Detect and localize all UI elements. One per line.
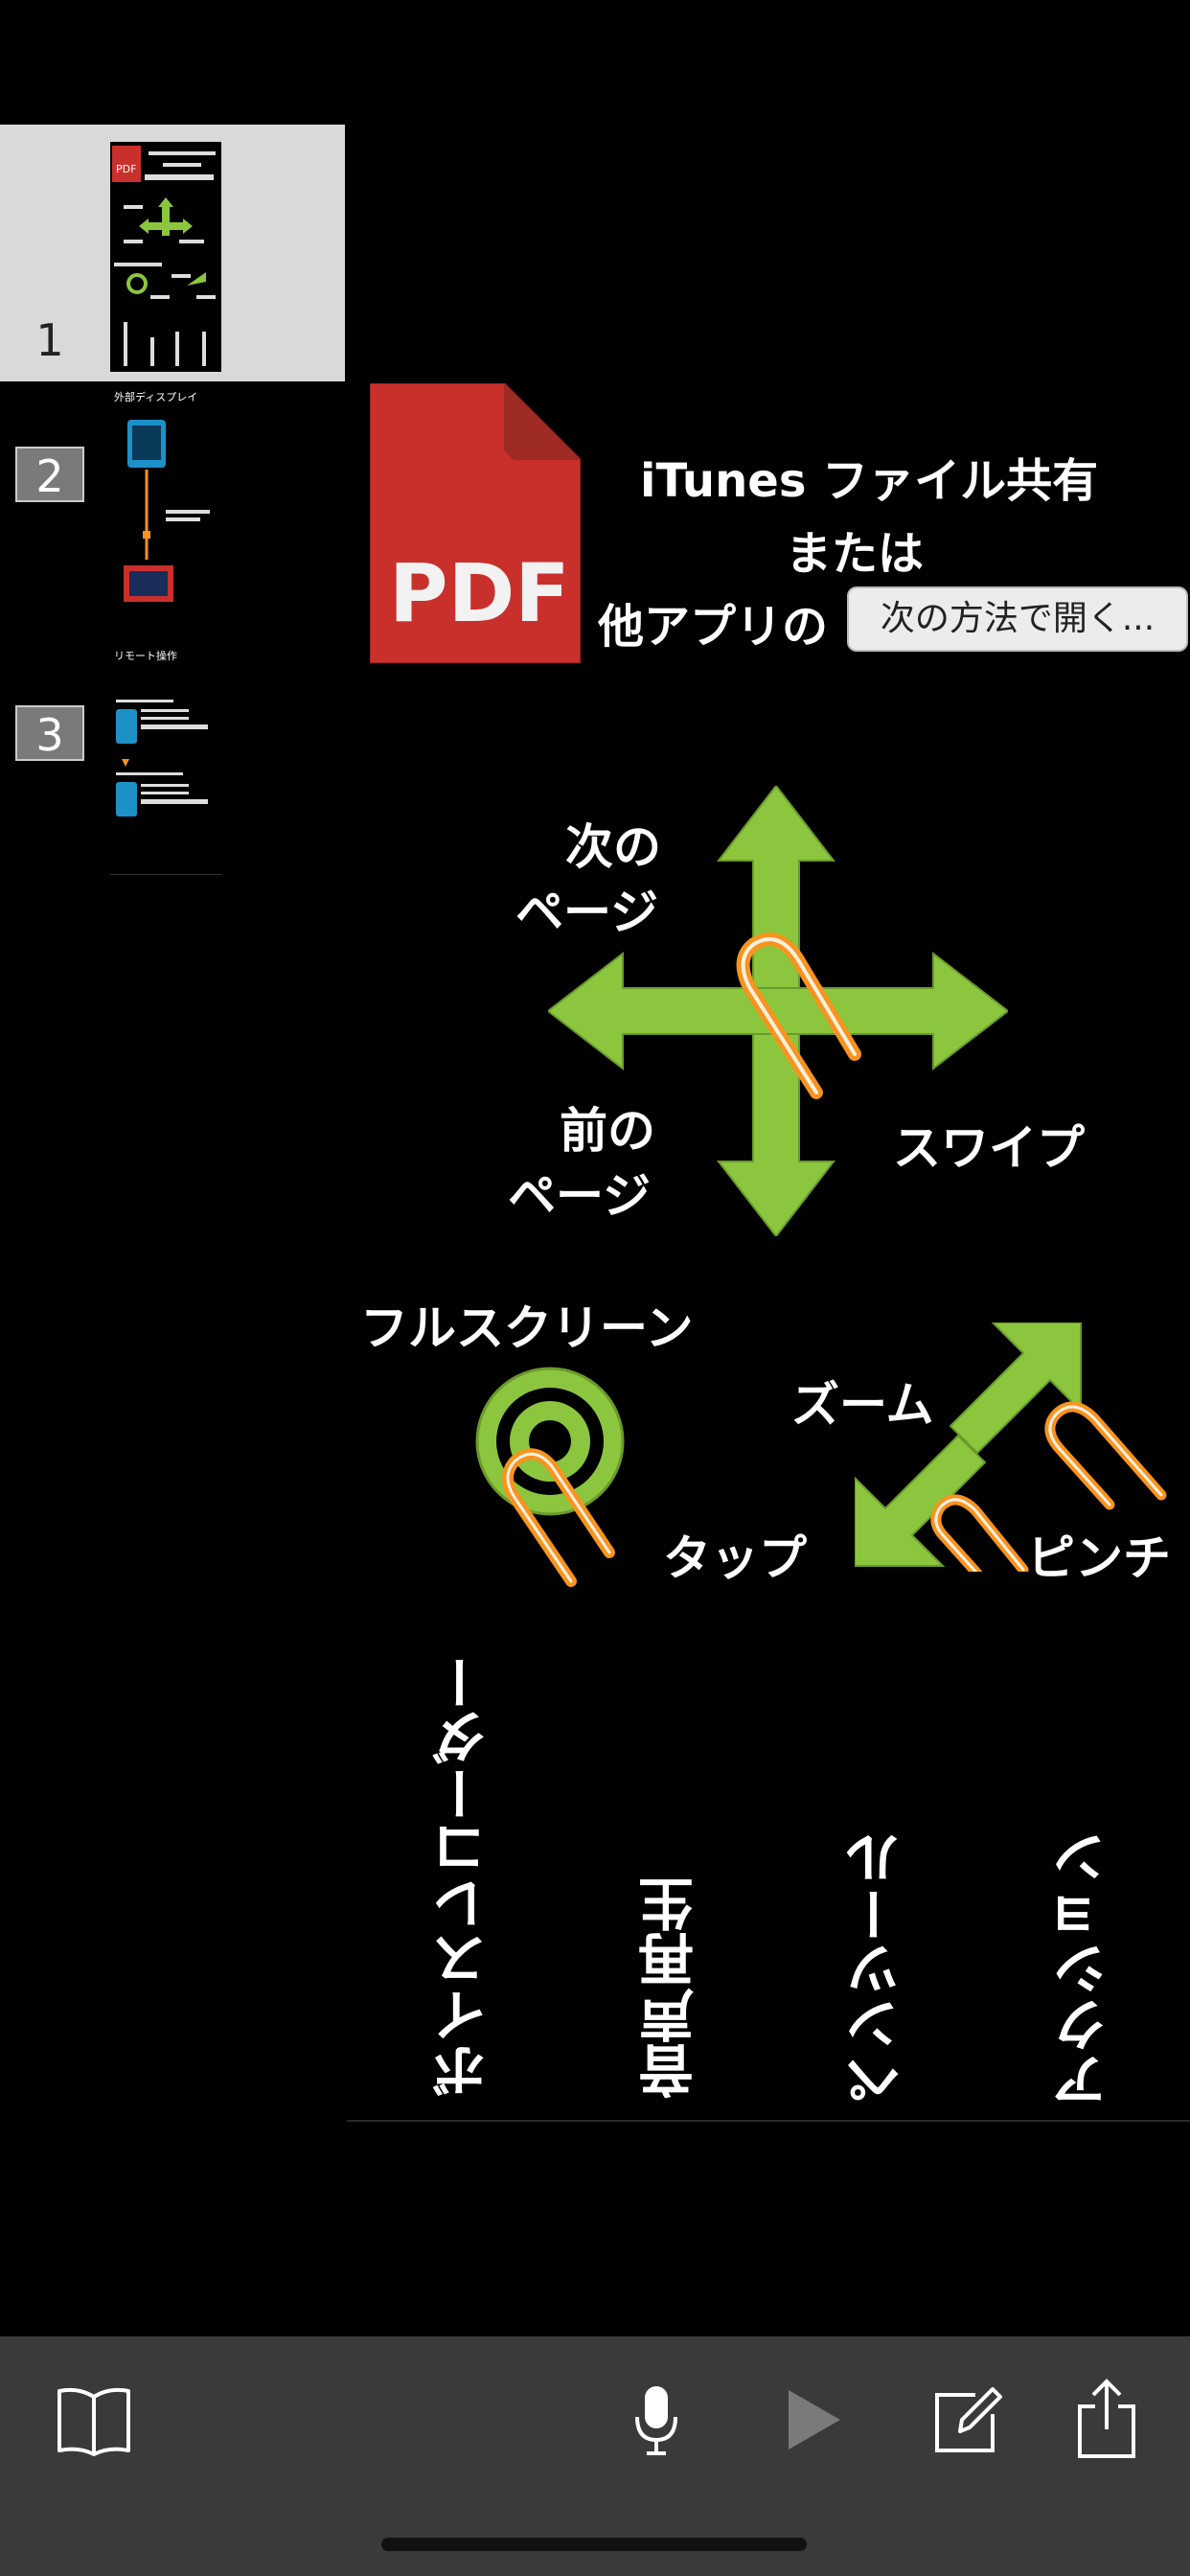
share-button[interactable] xyxy=(1064,2369,1150,2469)
heading-line-3: 他アプリの xyxy=(598,600,829,654)
tap-label: タップ xyxy=(663,1530,807,1586)
share-icon xyxy=(1078,2379,1135,2458)
thumbnail-title-2: 外部ディスプレイ xyxy=(114,391,198,403)
pdf-label: PDF xyxy=(389,546,570,640)
pen-tool-label: ペンツール xyxy=(845,1830,910,2108)
play-button[interactable] xyxy=(770,2377,857,2463)
thumbnail-page-1[interactable]: 1 PDF xyxy=(0,125,345,381)
open-in-button: 次の方法で開く... xyxy=(847,586,1188,652)
pdf-file-icon: PDF xyxy=(369,382,582,664)
zoom-label: ズーム xyxy=(791,1377,934,1433)
next-page-label-2: ページ xyxy=(515,885,658,940)
thumbnail-image-1: PDF xyxy=(110,142,221,372)
record-button[interactable] xyxy=(613,2375,699,2467)
voice-recorder-label: ボイスレコーダー xyxy=(431,1654,496,2099)
edit-icon xyxy=(935,2387,1002,2452)
svg-text:PDF: PDF xyxy=(116,163,136,175)
next-page-label-1: 次の xyxy=(565,819,661,875)
pinch-label: ピンチ xyxy=(1027,1530,1171,1586)
bottom-toolbar xyxy=(0,2336,1190,2576)
pdf-page-view[interactable]: PDF iTunes ファイル共有 または 他アプリの 次の方法で開く... 次… xyxy=(347,364,1190,2120)
page-number-2: 2 xyxy=(15,447,84,502)
prev-page-label-2: ページ xyxy=(508,1168,651,1224)
bookmarks-button[interactable] xyxy=(46,2377,142,2463)
swipe-label: スワイプ xyxy=(893,1120,1085,1176)
book-icon xyxy=(57,2387,130,2456)
page-thumbnail-sidebar: 1 PDF xyxy=(0,125,345,891)
fullscreen-label: フルスクリーン xyxy=(360,1300,694,1356)
action-label: アクション xyxy=(1052,1830,1117,2108)
microphone-icon xyxy=(635,2386,677,2455)
heading-line-1: iTunes ファイル共有 xyxy=(640,454,1099,508)
thumbnail-page-2[interactable]: 2 外部ディスプレイ xyxy=(0,383,345,640)
pinch-zoom-graphic xyxy=(854,1322,1190,1579)
play-icon xyxy=(789,2390,840,2450)
home-indicator[interactable] xyxy=(381,2538,807,2551)
page-number-3: 3 xyxy=(15,705,84,761)
audio-playback-label: 音声再生 xyxy=(638,1876,703,2099)
page-number-1: 1 xyxy=(35,314,64,366)
heading-line-2: または xyxy=(786,527,925,581)
thumbnail-image-3: リモート操作 xyxy=(110,646,221,876)
thumbnail-image-2: 外部ディスプレイ xyxy=(110,387,221,617)
tap-target-graphic xyxy=(466,1361,696,1591)
thumbnail-page-3[interactable]: 3 リモート操作 xyxy=(0,642,345,899)
prev-page-label-1: 前の xyxy=(560,1103,655,1159)
thumbnail-title-3: リモート操作 xyxy=(114,650,177,662)
page-bottom-divider xyxy=(347,2120,1190,2122)
edit-button[interactable] xyxy=(926,2373,1012,2465)
